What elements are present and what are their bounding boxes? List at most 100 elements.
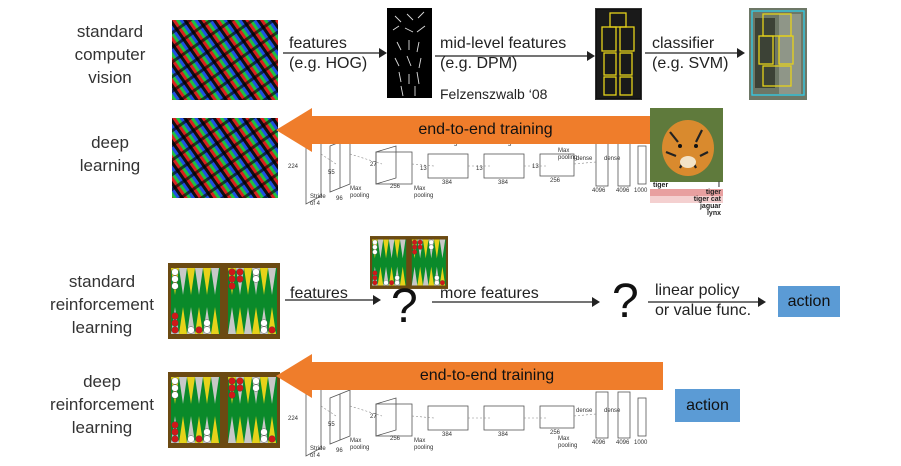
row-label-deep-rl: deep reinforcement learning — [36, 370, 168, 439]
e2e-label-dl: end-to-end training — [418, 121, 553, 138]
backgammon-board-drl — [168, 372, 280, 448]
net-label-dense: dense — [576, 156, 593, 162]
label-line: (e.g. DPM) — [440, 55, 518, 72]
net-label-depth: 96 — [336, 196, 343, 202]
tiger-header-label: tiger — [653, 182, 669, 189]
net-label-depth: 384 — [442, 432, 453, 438]
label-line: mid-level features — [440, 35, 567, 52]
net-label-pool: Max pooling — [350, 186, 370, 199]
net-label-pool: Max pooling — [414, 186, 434, 199]
net-label-fc: 1000 — [634, 188, 648, 194]
row-label-line: standard — [68, 272, 136, 291]
arrow-right — [648, 297, 766, 307]
row-label-line: deep — [91, 133, 129, 152]
dpm-image — [595, 8, 642, 100]
net-label-top: 3 — [454, 142, 458, 148]
row-label-line: learning — [71, 318, 133, 337]
svm-boxes — [749, 8, 807, 100]
arrow-right — [645, 48, 745, 58]
arrow-right — [283, 48, 387, 58]
net-label-depth: 384 — [442, 180, 453, 186]
tiger-predictions: tiger l tiger tiger cat jaguar lynx — [650, 182, 723, 217]
e2e-arrow-head — [276, 354, 312, 398]
tiger-pred-row: tiger cat — [650, 196, 723, 203]
row-label-standard-cv: standard computer vision — [52, 20, 168, 89]
label-more-features: more features — [440, 285, 539, 302]
hog-image — [387, 8, 432, 98]
net-label-fc: 1000 — [634, 440, 648, 446]
net-label-fc: 4096 — [592, 188, 606, 194]
hog-pattern — [392, 11, 426, 97]
label-features-rl: features — [290, 285, 348, 302]
dpm-parts — [597, 10, 640, 98]
label-line: (e.g. HOG) — [289, 55, 368, 72]
label-classifier: classifier (e.g. SVM) — [652, 34, 728, 74]
action-box-rl: action — [778, 286, 840, 317]
net-label-depth: 256 — [390, 184, 401, 190]
row-label-line: deep — [83, 372, 121, 391]
net-label-depth: 256 — [550, 430, 561, 436]
net-label-mid: 13 — [476, 166, 483, 172]
tiger-pred-row: lynx — [706, 210, 721, 217]
tiger-photo — [650, 108, 723, 182]
net-label-mid: 27 — [370, 414, 377, 420]
row-label-deep-learning: deep learning — [60, 131, 160, 177]
row-label-line: reinforcement — [50, 295, 154, 314]
cnn-labels-drl: 224 55 27 96 256 384 384 256 Stride of 4… — [286, 376, 652, 466]
tiger-pred-row: tiger — [650, 189, 723, 196]
net-label-top: 3 — [508, 142, 512, 148]
svm-detection-image — [749, 8, 807, 100]
net-label-fc: 4096 — [592, 440, 606, 446]
net-label-mid: 55 — [328, 422, 335, 428]
net-label-stride: Stride of 4 — [310, 194, 326, 207]
label-line: linear policy — [655, 282, 740, 299]
net-label-pool: Max pooling — [414, 438, 434, 451]
row-label-line: computer — [74, 45, 146, 64]
label-line: or value func. — [655, 302, 752, 319]
label-features: features (e.g. HOG) — [289, 34, 367, 74]
row-label-line: standard — [76, 22, 144, 41]
e2e-arrow-head — [276, 108, 312, 152]
label-linear-policy: linear policy or value func. — [655, 281, 751, 321]
citation: Felzenszwalb ‘08 — [440, 86, 548, 102]
net-label-depth: 256 — [390, 436, 401, 442]
arrow-right — [435, 51, 595, 61]
net-label-depth: 384 — [498, 180, 509, 186]
label-line: features — [289, 35, 347, 52]
row-label-line: vision — [88, 68, 132, 87]
backgammon-board-rl — [168, 263, 280, 339]
net-label-stride: Stride of 4 — [310, 446, 326, 459]
net-label-depth: 384 — [498, 432, 509, 438]
label-line: classifier — [652, 35, 715, 52]
cnn-labels-dl: 11 5 3 3 3 224 55 27 13 13 13 96 256 384… — [286, 124, 652, 214]
net-label-pool: Max pooling — [558, 436, 578, 449]
tiger-pred-row: jaguar — [699, 203, 721, 210]
net-label-mid: 13 — [420, 166, 427, 172]
arrow-right — [432, 297, 600, 307]
net-label-pool: Max pooling — [558, 148, 578, 161]
net-label-mid: 13 — [532, 164, 539, 170]
pixel-image-dl — [172, 118, 278, 198]
net-label-depth: 96 — [336, 448, 343, 454]
row-label-standard-rl: standard reinforcement learning — [36, 270, 168, 339]
tiger-image — [650, 108, 723, 182]
pixel-image-cv — [172, 20, 278, 100]
e2e-arrow-body-dl — [311, 116, 660, 144]
net-label-depth: 256 — [550, 178, 561, 184]
net-label-fc: 4096 — [616, 440, 630, 446]
e2e-label-drl: end-to-end training — [419, 367, 555, 384]
row-label-line: learning — [79, 156, 141, 175]
label-line: (e.g. SVM) — [652, 55, 729, 72]
arrow-right — [285, 295, 381, 305]
net-label-mid: 55 — [328, 170, 335, 176]
net-label-mid: 27 — [370, 162, 377, 168]
net-label-dense: dense — [576, 408, 593, 414]
action-box-drl: action — [675, 389, 740, 422]
net-label-mid: 224 — [288, 416, 299, 422]
row-label-line: reinforcement — [50, 395, 154, 414]
tiger-header: tiger l — [650, 182, 723, 189]
net-label-mid: 224 — [288, 164, 299, 170]
e2e-arrow-body-drl — [311, 362, 663, 390]
net-label-dense: dense — [604, 156, 621, 162]
